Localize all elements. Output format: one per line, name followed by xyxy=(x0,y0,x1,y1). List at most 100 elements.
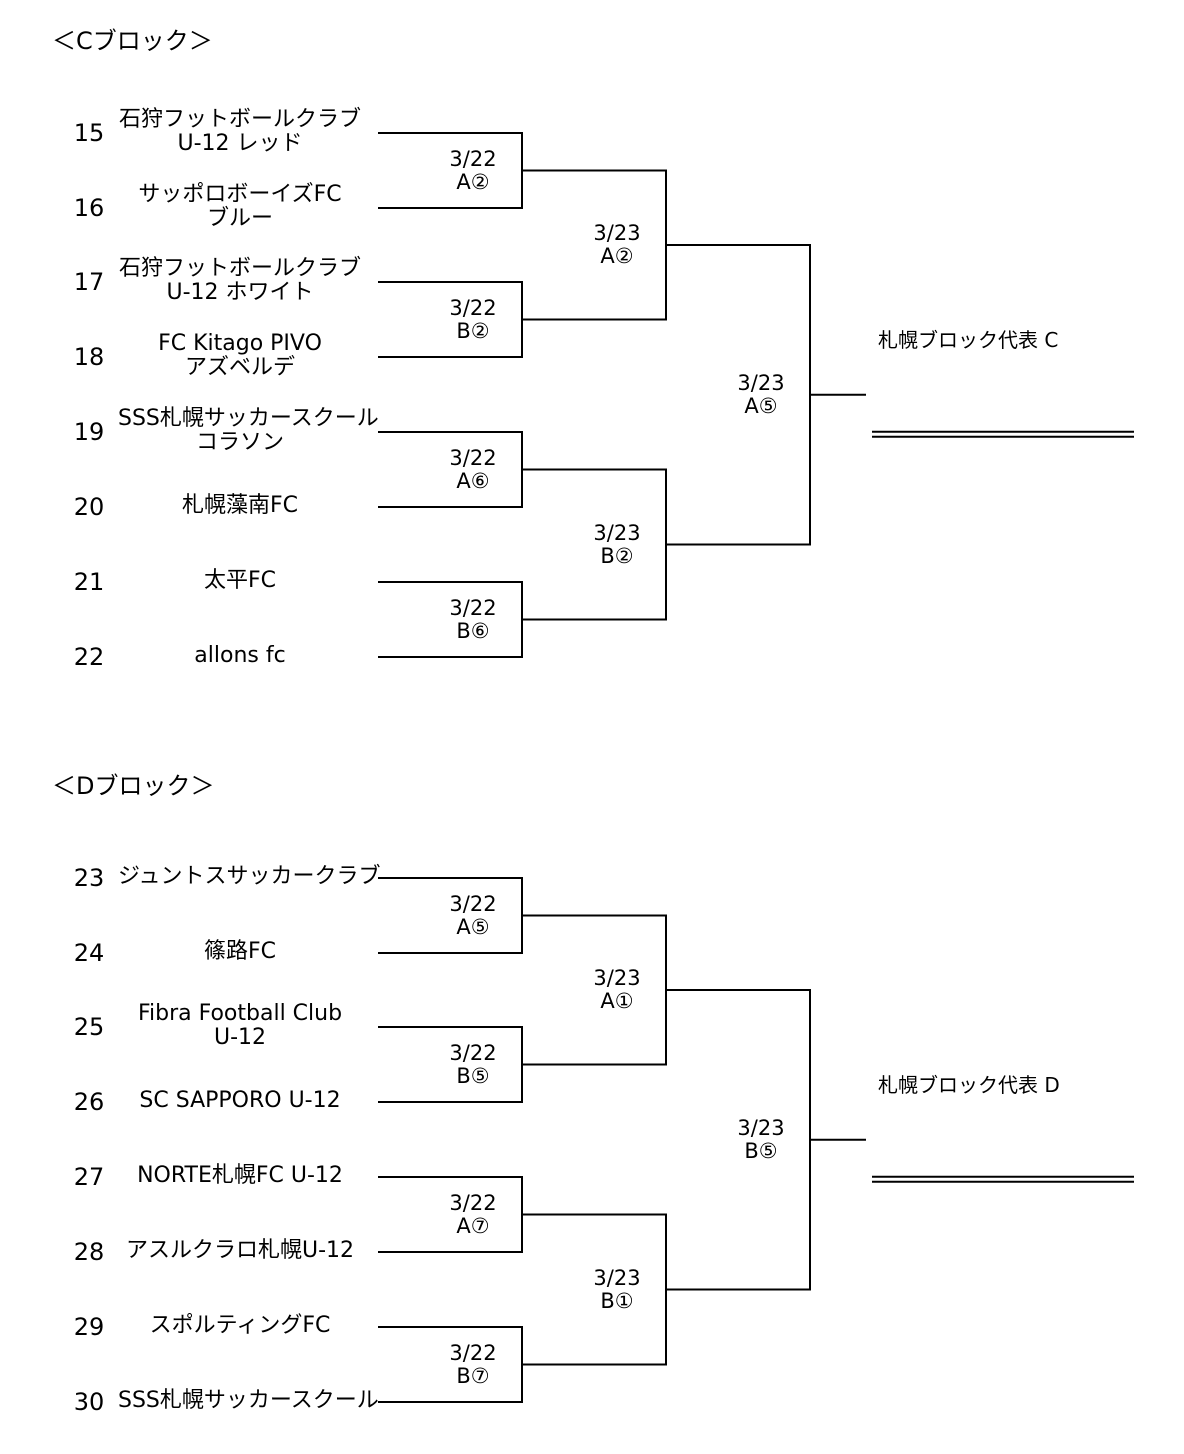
team-name: allons fc xyxy=(118,644,362,668)
bracket-lines xyxy=(378,132,1134,658)
team-seed-number: 19 xyxy=(73,418,105,446)
team-name: アスルクラロ札幌U-12 xyxy=(118,1239,362,1263)
match-code: B⑦ xyxy=(456,1363,490,1388)
match-date: 3/23 xyxy=(593,520,641,545)
team-name: 篠路FC xyxy=(118,940,362,964)
team-name: 太平FC xyxy=(118,569,362,593)
match-code: A② xyxy=(600,244,634,268)
team-name-line: 石狩フットボールクラブ xyxy=(118,107,361,132)
match-date: 3/23 xyxy=(593,1265,641,1290)
team-name-line: ジュントスサッカークラブ xyxy=(118,864,381,889)
match-code: A① xyxy=(600,989,634,1013)
team-name: NORTE札幌FC U-12 xyxy=(118,1164,362,1188)
team-name-line: Fibra Football Club xyxy=(137,1001,343,1026)
team-name-line: 篠路FC xyxy=(203,939,277,964)
team-seed-number: 25 xyxy=(73,1013,105,1041)
match-date: 3/23 xyxy=(593,221,641,245)
team-name-line: 石狩フットボールクラブ xyxy=(118,256,361,281)
team-seed-number: 24 xyxy=(73,939,105,967)
team-name: 札幌藻南FC xyxy=(118,494,362,518)
team-name-line: U-12 レッド xyxy=(177,131,303,156)
team-name-line: サッポロボーイズFC xyxy=(138,182,342,207)
team-name-line: アズベルデ xyxy=(184,355,295,380)
match-code: A② xyxy=(456,169,490,194)
team-name-line: アスルクラロ札幌U-12 xyxy=(125,1238,355,1263)
match-date: 3/22 xyxy=(449,1190,497,1215)
team-name: スポルティングFC xyxy=(118,1314,362,1338)
team-seed-number: 20 xyxy=(73,493,105,521)
match-code: B② xyxy=(456,318,490,343)
team-name-line: SC SAPPORO U-12 xyxy=(139,1088,341,1113)
match-date: 3/22 xyxy=(449,595,497,620)
match-code: B⑤ xyxy=(744,1138,778,1163)
match-code: B① xyxy=(600,1288,634,1313)
match-date: 3/23 xyxy=(737,1115,785,1140)
team-seed-number: 28 xyxy=(73,1238,105,1266)
team-seed-number: 21 xyxy=(73,568,105,596)
bracket-lines xyxy=(378,877,1134,1403)
team-seed-number: 16 xyxy=(73,194,105,222)
team-name-line: FC Kitago PIVO xyxy=(158,331,322,356)
match-code: B⑥ xyxy=(456,618,490,643)
team-seed-number: 30 xyxy=(73,1388,105,1416)
team-name-line: 札幌藻南FC xyxy=(181,493,299,518)
match-date: 3/22 xyxy=(449,445,497,470)
team-seed-number: 29 xyxy=(73,1313,105,1341)
block-representative-label: 札幌ブロック代表 C xyxy=(878,327,1059,352)
match-code: A⑦ xyxy=(456,1213,490,1238)
block-title: ＜Cブロック＞ xyxy=(52,27,213,55)
team-seed-number: 15 xyxy=(73,119,105,147)
match-code: A⑤ xyxy=(456,914,490,939)
team-name-line: SSS札幌サッカースクール xyxy=(118,406,379,431)
team-seed-number: 27 xyxy=(73,1163,105,1191)
team-name-line: U-12 xyxy=(213,1025,267,1050)
match-date: 3/22 xyxy=(449,891,497,916)
match-date: 3/23 xyxy=(737,370,785,395)
team-name: ジュントスサッカークラブ xyxy=(118,864,381,889)
team-name-line: SSS札幌サッカースクール xyxy=(118,1388,379,1413)
match-code: A⑥ xyxy=(456,468,490,493)
team-name-line: ブルー xyxy=(206,206,273,231)
match-date: 3/23 xyxy=(593,966,641,990)
bracket-block: ＜Dブロック＞ 23 ジュントスサッカークラブ 24 篠路FC 25 Fibra Footb… xyxy=(0,745,1184,1445)
team-name: SSS札幌サッカースクール xyxy=(118,1388,379,1413)
team-name-line: NORTE札幌FC U-12 xyxy=(137,1163,343,1188)
team-name-line: U-12 ホワイト xyxy=(166,280,314,305)
match-code: A⑤ xyxy=(744,393,778,418)
team-seed-number: 23 xyxy=(73,864,105,892)
match-code: B② xyxy=(600,543,634,568)
team-name-line: allons fc xyxy=(194,643,286,668)
match-date: 3/22 xyxy=(449,1040,497,1065)
team-seed-number: 26 xyxy=(73,1088,105,1116)
team-name-line: 太平FC xyxy=(203,568,277,593)
block-representative-label: 札幌ブロック代表 D xyxy=(878,1072,1060,1097)
team-name-line: スポルティングFC xyxy=(149,1313,331,1338)
block-title: ＜Dブロック＞ xyxy=(52,772,215,800)
team-seed-number: 17 xyxy=(73,268,105,296)
team-seed-number: 18 xyxy=(73,343,105,371)
match-date: 3/22 xyxy=(449,146,497,171)
team-seed-number: 22 xyxy=(73,643,105,671)
match-date: 3/22 xyxy=(449,295,497,320)
match-date: 3/22 xyxy=(449,1340,497,1365)
team-name: SC SAPPORO U-12 xyxy=(118,1089,362,1113)
